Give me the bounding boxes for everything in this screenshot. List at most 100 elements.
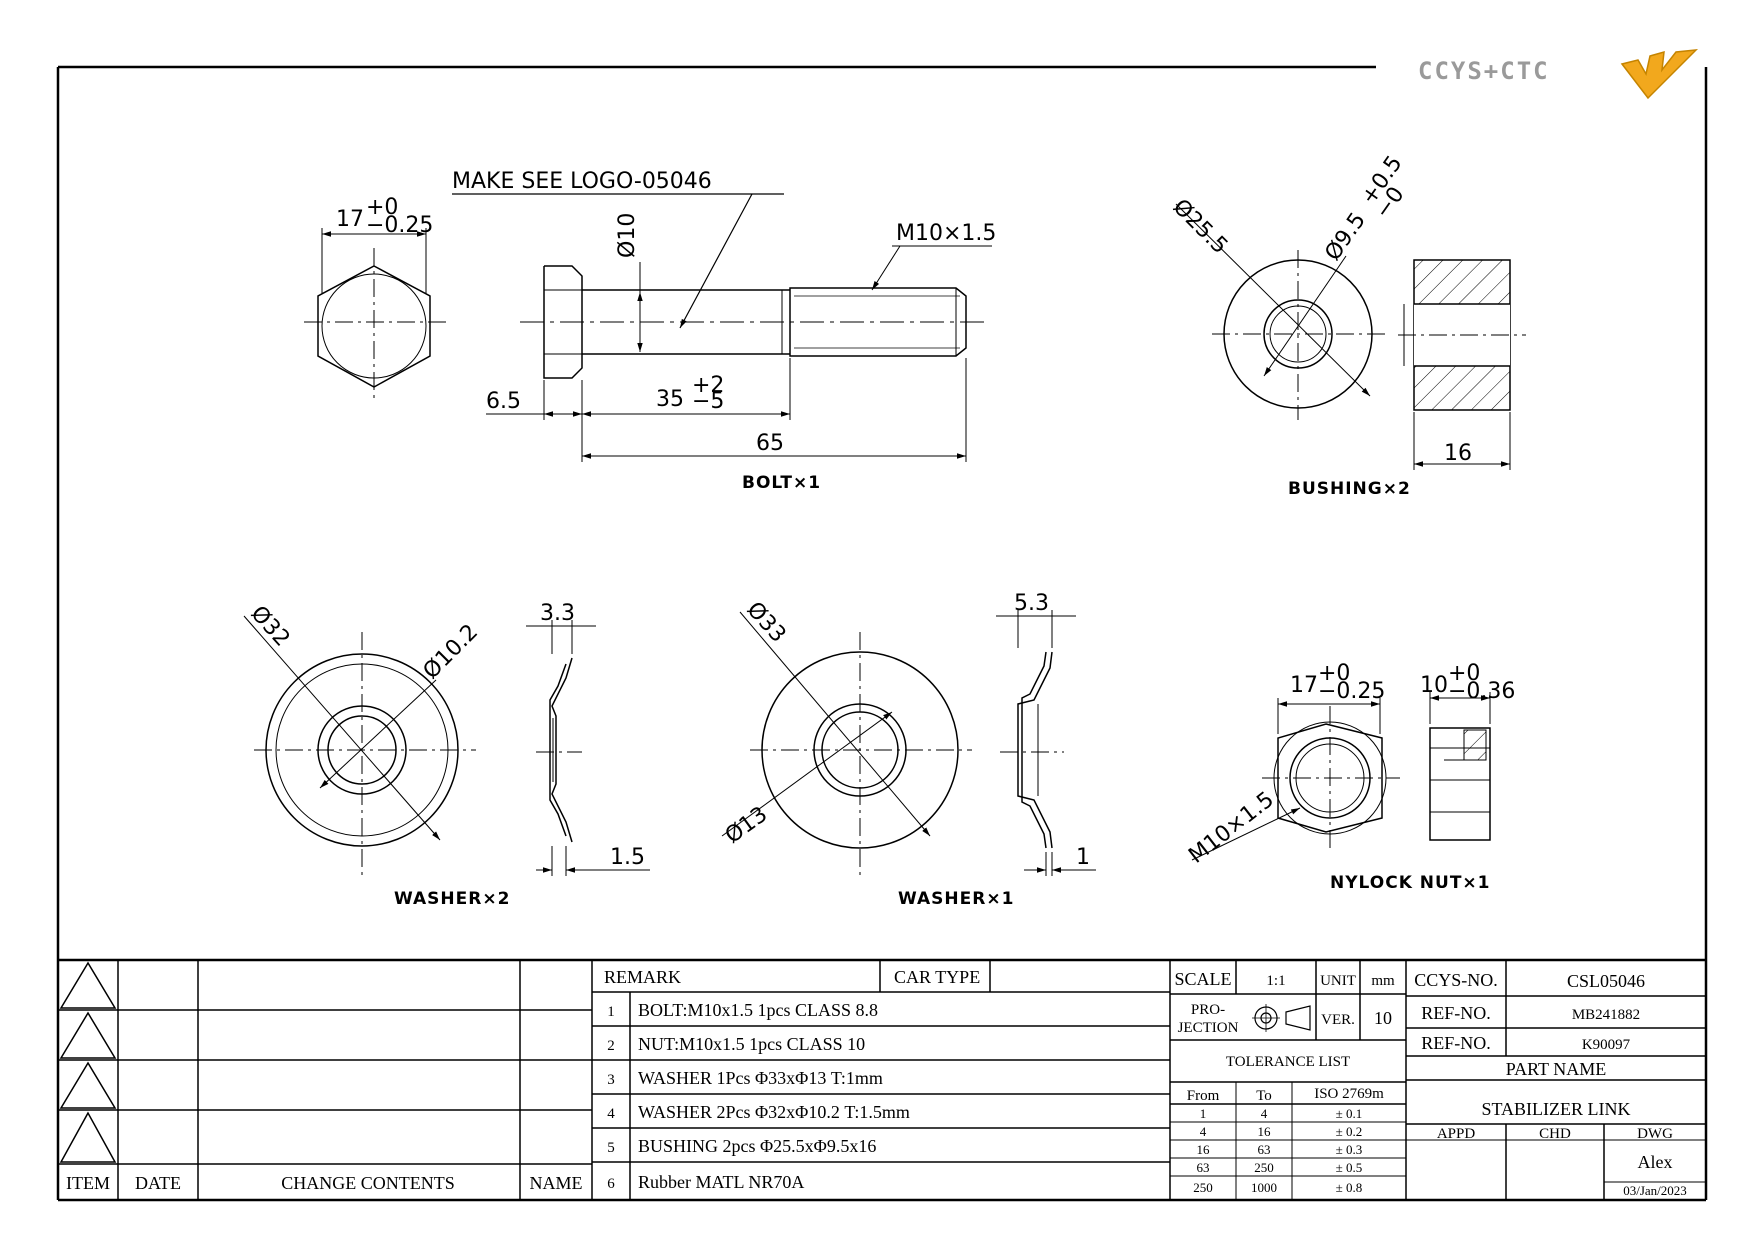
svg-text:1:1: 1:1 (1266, 973, 1285, 989)
svg-text:6: 6 (607, 1176, 615, 1192)
revision-triangle-icon (59, 1111, 117, 1163)
svg-text:REF-NO.: REF-NO. (1421, 1033, 1491, 1053)
svg-text:−5: −5 (692, 389, 724, 414)
svg-text:1.5: 1.5 (610, 845, 645, 870)
svg-text:M10×1.5: M10×1.5 (896, 221, 996, 246)
svg-text:SCALE: SCALE (1174, 969, 1231, 989)
svg-text:−0.25: −0.25 (1318, 679, 1385, 704)
svg-text:3.3: 3.3 (540, 601, 575, 626)
svg-text:10: 10 (1420, 673, 1448, 698)
svg-text:VER.: VER. (1321, 1012, 1355, 1028)
projection-symbol-icon (1252, 1004, 1311, 1032)
svg-text:CSL05046: CSL05046 (1567, 971, 1645, 991)
washer-b-caption: WASHER×1 (898, 889, 1014, 909)
bushing-caption: BUSHING×2 (1288, 479, 1411, 499)
part-name: STABILIZER LINK (1481, 1099, 1630, 1119)
revision-triangle-icon (59, 1011, 117, 1059)
nut-drawing (1191, 692, 1491, 861)
svg-text:CCYS+CTC: CCYS+CTC (1418, 57, 1550, 85)
svg-text:BOLT:M10x1.5 1pcs CLASS 8.8: BOLT:M10x1.5 1pcs CLASS 8.8 (638, 1000, 878, 1020)
revision-table-headers: ITEM DATE CHANGE CONTENTS NAME (66, 1173, 583, 1193)
nut-labels: 17 +0 −0.25 10 +0 −0.36 M10×1.5 NYLOCK N… (1184, 661, 1515, 893)
svg-text:Rubber MATL NR70A: Rubber MATL NR70A (638, 1172, 804, 1192)
svg-text:Ø9.5: Ø9.5 (1320, 208, 1370, 265)
svg-text:35: 35 (656, 387, 684, 412)
svg-text:± 0.1: ± 0.1 (1336, 1106, 1363, 1121)
svg-text:1: 1 (1200, 1106, 1207, 1121)
svg-text:17: 17 (1290, 673, 1318, 698)
svg-text:NAME: NAME (530, 1173, 583, 1193)
svg-text:CAR TYPE: CAR TYPE (894, 967, 980, 987)
svg-text:16: 16 (1197, 1142, 1211, 1157)
svg-text:250: 250 (1254, 1160, 1274, 1175)
svg-text:Ø10.2: Ø10.2 (419, 620, 484, 685)
svg-text:CHANGE CONTENTS: CHANGE CONTENTS (281, 1173, 455, 1193)
revision-triangle-icon (59, 1061, 117, 1109)
spec-block: SCALE 1:1 UNIT mm PRO- JECTION VER. 10 T… (1174, 969, 1395, 1195)
svg-text:DATE: DATE (135, 1173, 181, 1193)
svg-text:UNIT: UNIT (1320, 973, 1356, 989)
svg-text:−0.36: −0.36 (1448, 679, 1515, 704)
svg-text:CCYS-NO.: CCYS-NO. (1414, 970, 1498, 990)
svg-text:5: 5 (607, 1140, 615, 1156)
svg-text:Alex: Alex (1638, 1152, 1673, 1172)
svg-text:NUT:M10x1.5 1pcs CLASS 10: NUT:M10x1.5 1pcs CLASS 10 (638, 1034, 865, 1054)
svg-text:Ø13: Ø13 (721, 802, 772, 849)
svg-text:± 0.2: ± 0.2 (1336, 1124, 1363, 1139)
washer-b-drawing (721, 610, 1096, 876)
svg-text:+0: +0 (1448, 661, 1480, 686)
svg-text:To: To (1256, 1088, 1272, 1104)
svg-text:ITEM: ITEM (66, 1173, 110, 1193)
title-block: CCYS-NO. CSL05046 REF-NO. MB241882 REF-N… (1414, 970, 1687, 1198)
revision-triangles (59, 961, 117, 1163)
svg-text:1: 1 (1076, 845, 1090, 870)
bolt-labels: 17 +0 −0.25 Ø10 M10×1.5 6.5 35 +2 −5 65 … (336, 195, 996, 493)
svg-text:MB241882: MB241882 (1572, 1007, 1640, 1023)
washer-a-drawing (243, 615, 650, 876)
svg-text:2: 2 (607, 1038, 615, 1054)
svg-text:DWG: DWG (1637, 1126, 1673, 1142)
svg-text:APPD: APPD (1437, 1126, 1476, 1142)
bolt-caption: BOLT×1 (742, 473, 821, 493)
bolt-drawing (304, 228, 992, 462)
svg-text:−0.25: −0.25 (366, 213, 433, 238)
remark-table: REMARK CAR TYPE 1 BOLT:M10x1.5 1pcs CLAS… (604, 967, 980, 1192)
svg-text:BUSHING 2pcs Φ25.5xΦ9.5x16: BUSHING 2pcs Φ25.5xΦ9.5x16 (638, 1136, 876, 1156)
svg-text:1: 1 (607, 1004, 615, 1020)
svg-text:REMARK: REMARK (604, 967, 681, 987)
svg-text:K90097: K90097 (1582, 1037, 1631, 1053)
svg-text:MAKE SEE LOGO-05046: MAKE SEE LOGO-05046 (452, 169, 712, 194)
svg-text:+0: +0 (1318, 661, 1350, 686)
svg-text:65: 65 (756, 431, 784, 456)
svg-text:WASHER 2Pcs Φ32xΦ10.2 T:1.5mm: WASHER 2Pcs Φ32xΦ10.2 T:1.5mm (638, 1102, 910, 1122)
svg-text:16: 16 (1258, 1124, 1272, 1139)
svg-text:3: 3 (607, 1072, 615, 1088)
svg-text:Ø25.5: Ø25.5 (1168, 195, 1233, 260)
svg-text:JECTION: JECTION (1178, 1020, 1239, 1036)
svg-text:16: 16 (1444, 441, 1472, 466)
svg-text:PART NAME: PART NAME (1506, 1059, 1606, 1079)
svg-text:10: 10 (1374, 1008, 1392, 1028)
svg-text:± 0.5: ± 0.5 (1336, 1160, 1363, 1175)
svg-text:ISO 2769m: ISO 2769m (1314, 1086, 1384, 1102)
note-callout: MAKE SEE LOGO-05046 (452, 169, 784, 329)
title-block-grid (58, 958, 1706, 1200)
washer-a-labels: Ø32 Ø10.2 3.3 1.5 WASHER×2 (246, 601, 645, 909)
svg-text:mm: mm (1371, 973, 1395, 989)
company-logo: CCYS+CTC (1418, 49, 1699, 100)
svg-text:63: 63 (1197, 1160, 1210, 1175)
svg-text:4: 4 (607, 1106, 615, 1122)
svg-text:CHD: CHD (1539, 1126, 1571, 1142)
svg-text:17: 17 (336, 207, 364, 232)
svg-text:03/Jan/2023: 03/Jan/2023 (1623, 1183, 1687, 1198)
sheet-border (56, 65, 1708, 1202)
logo-flame-icon (1620, 49, 1699, 100)
svg-text:Ø10: Ø10 (615, 213, 640, 258)
svg-text:WASHER 1Pcs Φ33xΦ13 T:1mm: WASHER 1Pcs Φ33xΦ13 T:1mm (638, 1068, 883, 1088)
svg-text:4: 4 (1200, 1124, 1207, 1139)
svg-text:+0: +0 (366, 195, 398, 220)
svg-text:From: From (1187, 1088, 1220, 1104)
svg-text:250: 250 (1193, 1180, 1213, 1195)
bushing-drawing (1175, 203, 1526, 470)
